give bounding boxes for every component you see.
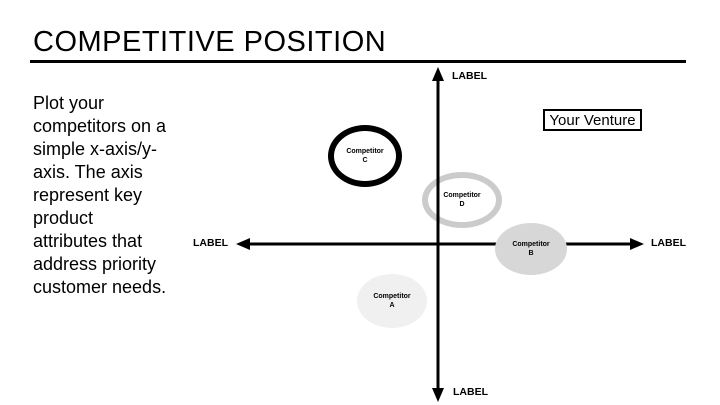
competitor-d-bubble: Competitor D bbox=[422, 172, 502, 228]
competitor-c-name: Competitor bbox=[346, 148, 384, 155]
arrow-up-icon bbox=[432, 67, 444, 81]
your-venture-label: Your Venture bbox=[549, 111, 636, 129]
arrow-left-icon bbox=[236, 238, 250, 250]
arrow-down-icon bbox=[432, 388, 444, 402]
competitor-b-letter: B bbox=[528, 250, 534, 257]
title-underline bbox=[30, 60, 686, 63]
competitor-b-bubble: Competitor B bbox=[495, 223, 567, 275]
x-axis-left-label: LABEL bbox=[193, 237, 228, 249]
competitor-d-name: Competitor bbox=[443, 192, 481, 199]
y-axis-top-label: LABEL bbox=[452, 70, 487, 82]
description-text: Plot your competitors on a simple x-axis… bbox=[33, 93, 167, 297]
arrow-right-icon bbox=[630, 238, 644, 250]
competitor-c-bubble: Competitor C bbox=[328, 125, 402, 187]
x-axis-right-label: LABEL bbox=[651, 237, 686, 249]
competitor-b-name: Competitor bbox=[512, 241, 550, 248]
competitor-a-letter: A bbox=[389, 302, 395, 309]
competitor-a-bubble: Competitor A bbox=[357, 274, 427, 328]
competitor-a-name: Competitor bbox=[373, 293, 411, 300]
page-title: COMPETITIVE POSITION bbox=[33, 26, 387, 58]
competitor-d-letter: D bbox=[459, 201, 465, 208]
your-venture-box: Your Venture bbox=[543, 109, 642, 131]
y-axis-bottom-label: LABEL bbox=[453, 386, 488, 398]
competitor-c-letter: C bbox=[362, 157, 368, 164]
